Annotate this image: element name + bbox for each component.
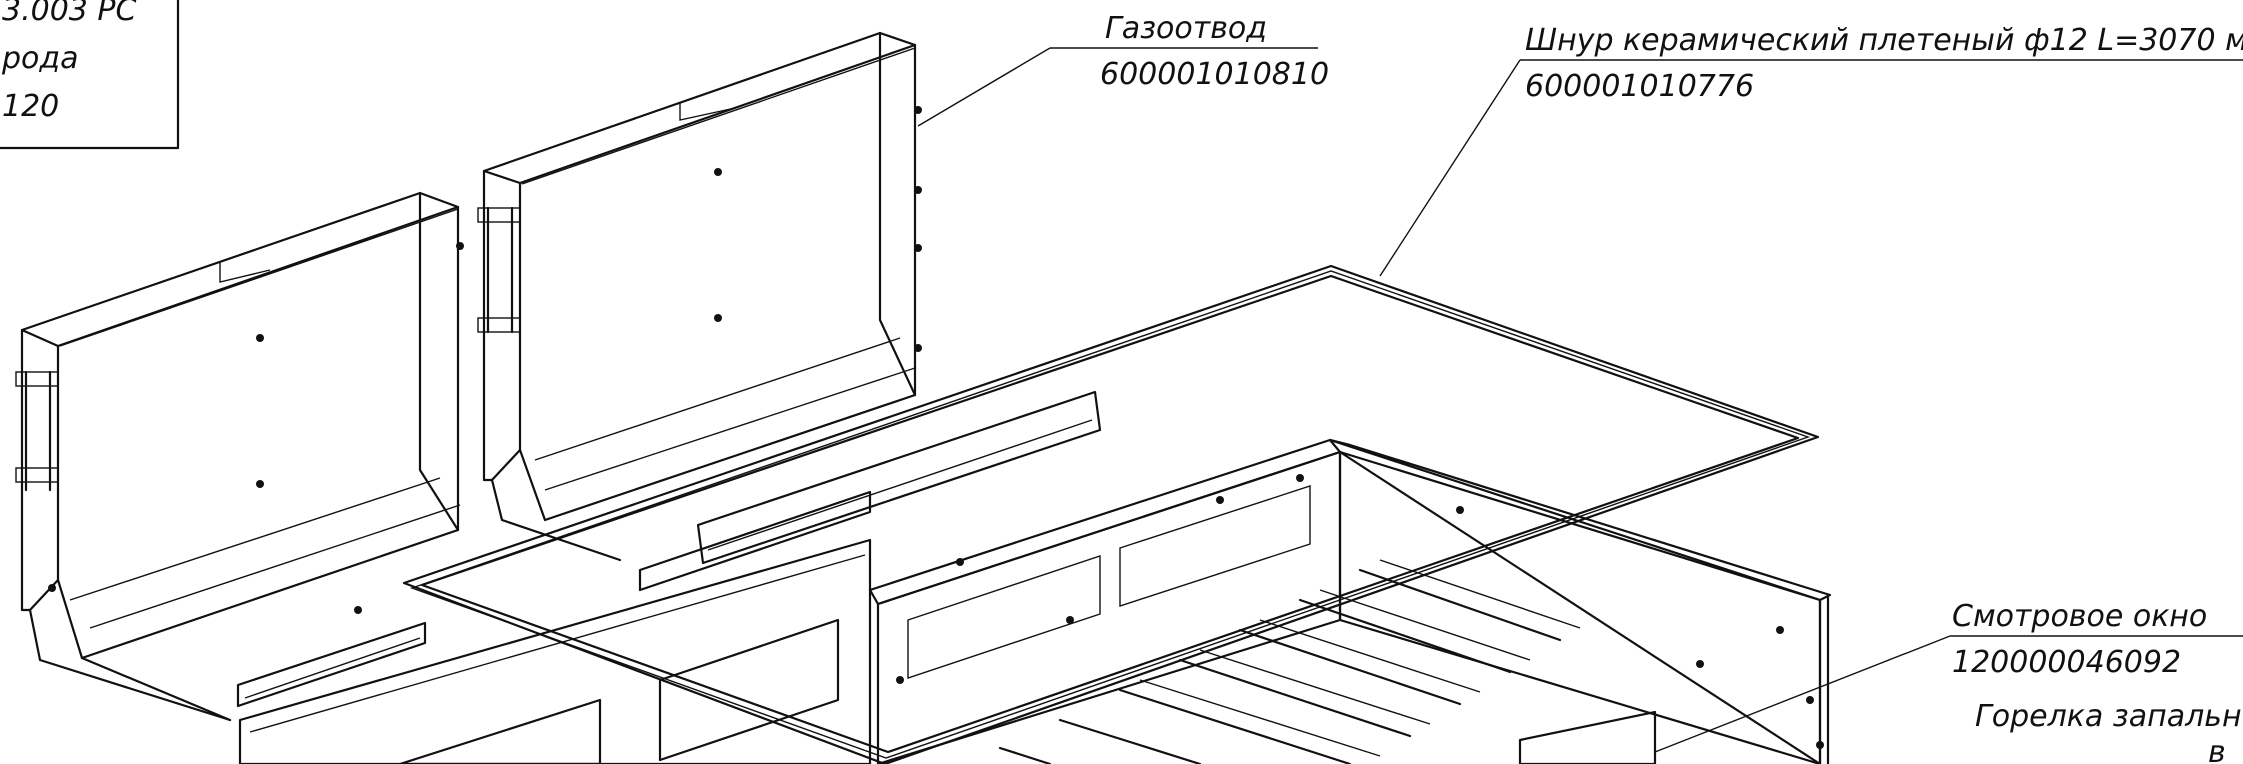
grate-bars (998, 559, 1581, 764)
gas-outlet-name: Газоотвод (1105, 11, 1267, 46)
title-block-line1: 3.003 РС (2, 0, 137, 28)
callout-sight-window: Смотровое окно 120000046092 (1654, 599, 2243, 753)
ceramic-cord-code: 600001010776 (1525, 69, 1754, 104)
callout-gas-outlet: Газоотвод 600001010810 (917, 11, 1329, 127)
title-block: 3.003 РС рода 120 (0, 0, 180, 150)
ceramic-cord-frame (402, 264, 1820, 764)
callout-ceramic-cord: Шнур керамический плетеный ф12 L=3070 мм… (1379, 23, 2243, 277)
sight-window-name: Смотровое окно (1952, 599, 2207, 634)
gas-outlet-left (15, 191, 464, 722)
gas-outlet-code: 600001010810 (1100, 57, 1329, 92)
title-block-line2: рода (1, 41, 79, 76)
sight-window-code: 120000046092 (1952, 645, 2181, 680)
pilot-burner-name: Горелка запальн (1975, 699, 2242, 734)
title-block-line3: 120 (2, 89, 59, 124)
callout-pilot-burner: Горелка запальн в (1975, 699, 2242, 764)
pilot-burner-code: в (2208, 735, 2226, 764)
gas-outlet-right (477, 31, 1102, 592)
furnace-base (238, 438, 1832, 764)
ceramic-cord-name: Шнур керамический плетеный ф12 L=3070 мм (1525, 23, 2243, 58)
